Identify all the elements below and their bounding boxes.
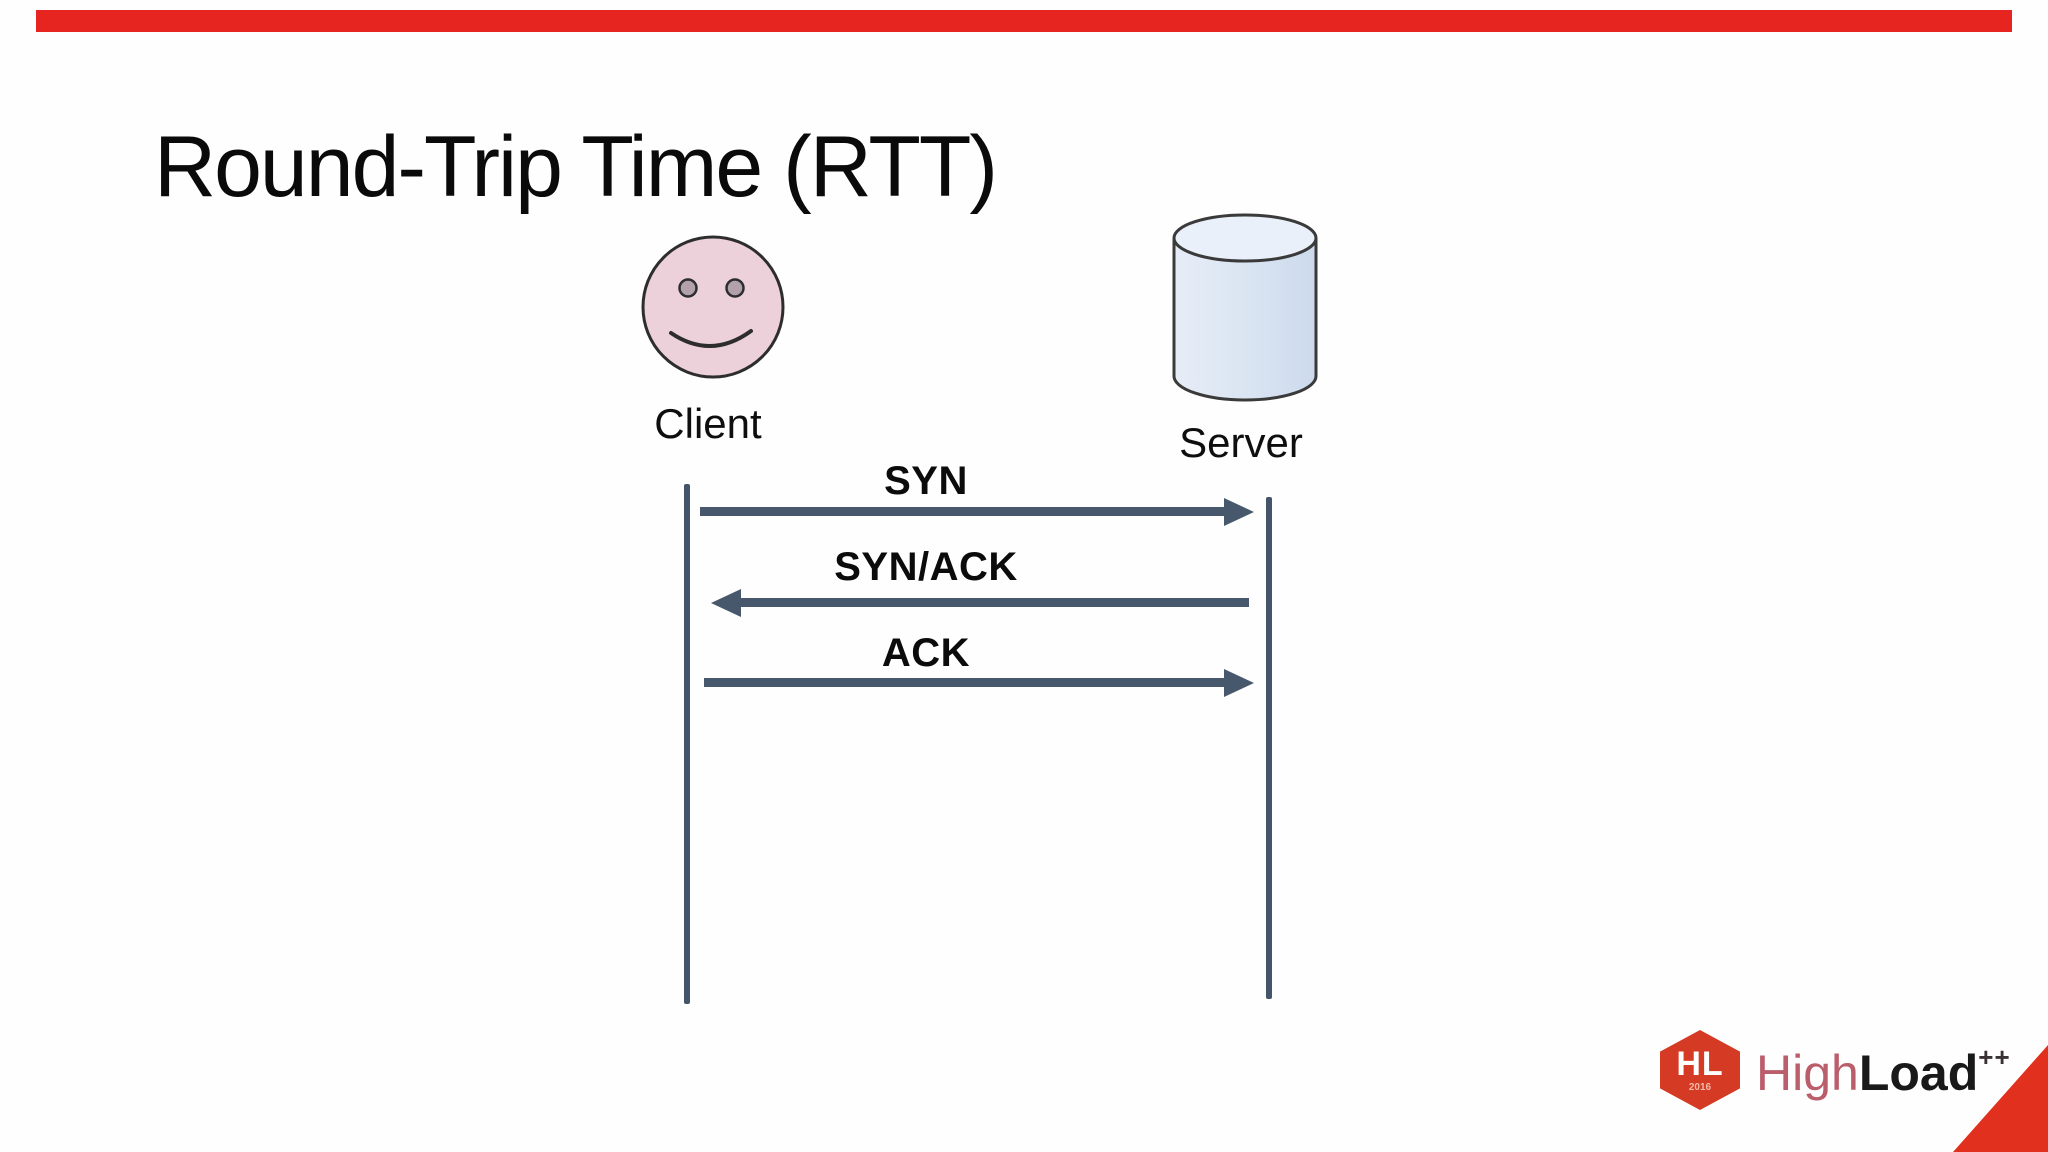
smiley-face-icon — [641, 235, 785, 379]
brand-high-text: High — [1756, 1045, 1859, 1101]
message-label-synack: SYN/ACK — [834, 545, 1018, 589]
highload-hexagon-logo: HL 2016 — [1660, 1030, 1740, 1110]
arrow-right-icon — [1224, 498, 1254, 526]
smile-mouth — [669, 329, 753, 348]
arrow-left-icon — [711, 589, 741, 617]
client-lifeline — [684, 484, 690, 1004]
server-actor-label: Server — [1179, 419, 1303, 466]
client-actor-label: Client — [654, 400, 762, 447]
database-cylinder-icon — [1172, 213, 1318, 402]
ack-arrow-shaft — [704, 678, 1226, 687]
hexagon-hl-text: HL — [1676, 1045, 1724, 1083]
synack-arrow-shaft — [741, 598, 1249, 607]
server-lifeline — [1266, 497, 1272, 999]
page-title: Round-Trip Time (RTT) — [154, 119, 998, 215]
left-eye — [678, 278, 698, 298]
arrow-right-icon — [1224, 669, 1254, 697]
hexagon-year-text: 2016 — [1688, 1082, 1712, 1093]
brand-load-text: Load — [1858, 1045, 1979, 1101]
message-label-syn: SYN — [884, 459, 968, 503]
message-label-ack: ACK — [881, 631, 971, 675]
top-accent-bar — [36, 10, 2012, 32]
syn-arrow-shaft — [700, 507, 1226, 516]
highload-wordmark: HighLoad++ — [1756, 1042, 2011, 1102]
right-eye — [725, 278, 745, 298]
brand-plusplus-text: ++ — [1978, 1042, 2011, 1072]
